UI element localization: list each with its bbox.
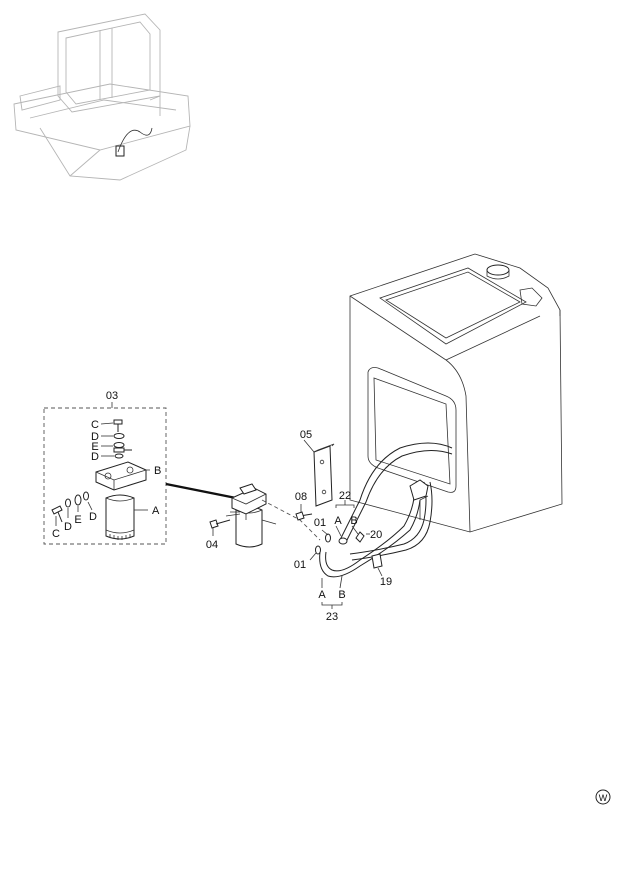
callout-kit-a: A: [152, 505, 160, 517]
callout-01-upper: 01: [314, 517, 326, 529]
callout-08: 08: [295, 491, 307, 503]
callout-03: 03: [106, 390, 118, 402]
callout-23-b: B: [338, 589, 345, 601]
hose-clamp-01-upper: 01: [314, 517, 331, 543]
machine-locator-thumbnail: [13, 13, 191, 181]
callout-kit-e-lower: E: [74, 514, 81, 526]
callout-kit-c-lower: C: [52, 528, 60, 540]
callout-01-lower: 01: [294, 559, 306, 571]
callout-kit-b: B: [154, 465, 161, 477]
callout-22: 22: [339, 490, 351, 502]
fuel-hose-22: 22 A B 20: [334, 442, 453, 545]
hose-clamp-01-lower: 01: [294, 545, 321, 571]
fuel-tank: [349, 253, 563, 533]
kit-leader-line: [165, 482, 237, 500]
callout-kit-d-lower: D: [64, 521, 72, 533]
kit-03-exploded-view: 03 C D E D B A: [43, 390, 167, 545]
callout-23: 23: [326, 611, 338, 623]
callout-04: 04: [206, 539, 218, 551]
fitting-20: [355, 531, 365, 543]
bolt-04: 04: [206, 519, 231, 551]
callout-20: 20: [370, 529, 382, 541]
callout-kit-d-second: D: [91, 451, 99, 463]
watermark-logo: W: [595, 789, 611, 805]
callout-22-b: B: [350, 515, 357, 527]
callout-kit-d-upper: D: [91, 431, 99, 443]
filler-cap-icon: [486, 264, 510, 276]
callout-kit-e-upper: E: [91, 441, 98, 453]
watermark-letter: W: [599, 793, 608, 803]
fuel-filter-assembly: [225, 483, 321, 548]
mounting-bracket-05: 05: [300, 429, 335, 507]
callout-22-a: A: [334, 515, 342, 527]
callout-kit-d-last: D: [89, 511, 97, 523]
callout-23-a: A: [318, 589, 326, 601]
callout-kit-c-upper: C: [91, 419, 99, 431]
clamp-19: [371, 553, 383, 569]
callout-19: 19: [380, 576, 392, 588]
bolt-08: 08: [295, 491, 313, 521]
fuel-hose-23: 19 A B 23: [318, 479, 433, 623]
callout-05: 05: [300, 429, 312, 441]
kit-boundary: [43, 407, 167, 545]
